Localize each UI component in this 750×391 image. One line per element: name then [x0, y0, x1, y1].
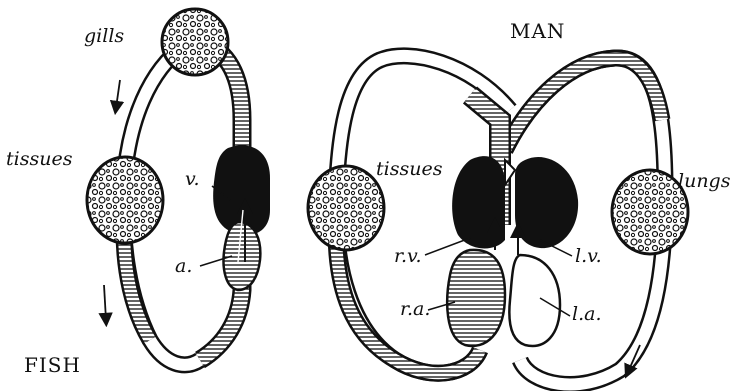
man-right-ventricle — [452, 156, 505, 248]
fish-label-gills: gills — [84, 25, 124, 47]
man-label-left-atrium: l.a. — [572, 303, 601, 325]
man-lungs — [612, 170, 688, 254]
man-title: MAN — [510, 19, 565, 43]
fish-atrium — [224, 222, 261, 290]
man-label-left-ventricle: l.v. — [575, 245, 602, 267]
man-left-ventricle — [515, 157, 578, 248]
fish-label-tissues: tissues — [6, 148, 73, 170]
fish-title: FISH — [24, 353, 81, 377]
fish-tissues — [87, 157, 163, 243]
fish-label-atrium: a. — [175, 255, 192, 277]
fish-flow-arrow-bottom — [104, 285, 106, 320]
man-label-lungs: lungs — [678, 170, 731, 192]
man-label-tissues: tissues — [376, 158, 443, 180]
man-label-right-ventricle: r.v. — [394, 245, 422, 267]
fish-diagram: gills tissues v. a. FISH — [6, 9, 270, 377]
fish-label-ventricle: v. — [185, 168, 200, 190]
man-diagram: MAN tissues lungs r.v. l.v. r.a. l.a. — [308, 19, 731, 384]
fish-flow-arrow-top — [116, 80, 120, 108]
man-right-atrium — [447, 250, 505, 346]
fish-gills — [162, 9, 228, 75]
man-tissues — [308, 166, 384, 250]
man-label-right-atrium: r.a. — [400, 298, 430, 320]
man-left-atrium — [509, 255, 560, 346]
